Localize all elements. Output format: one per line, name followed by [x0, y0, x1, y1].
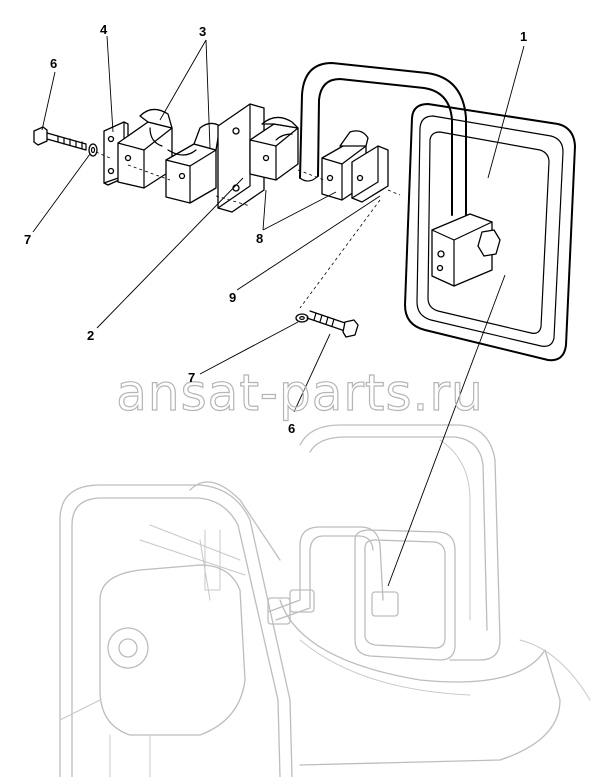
- watermark: ansat-parts.ru: [116, 364, 483, 422]
- callout-8: 8: [256, 231, 263, 246]
- tractor-background-illustration: [59, 424, 591, 777]
- callout-3: 3: [199, 24, 206, 39]
- mounting-bracket-parts: [33, 103, 401, 338]
- callout-7-bottom: 7: [188, 370, 195, 385]
- callout-4: 4: [100, 22, 108, 37]
- callout-labels: 1 3 4 6 7 8 9 2 7 6: [24, 22, 527, 436]
- leader-lines: [32, 35, 525, 587]
- callout-6-top: 6: [50, 56, 57, 71]
- callout-9: 9: [229, 290, 236, 305]
- callout-6-bottom: 6: [288, 421, 295, 436]
- callout-1: 1: [520, 29, 527, 44]
- mirror-assembly: [299, 62, 576, 362]
- callout-2: 2: [87, 328, 94, 343]
- callout-7-top: 7: [24, 232, 31, 247]
